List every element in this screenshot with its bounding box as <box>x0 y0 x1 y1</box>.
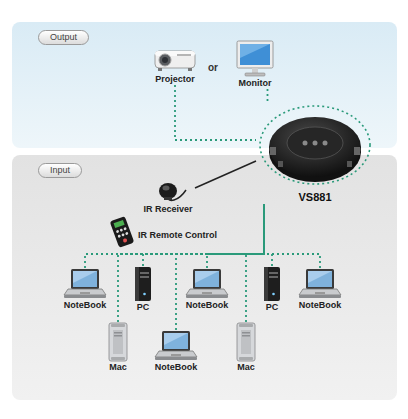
signal-connector <box>264 204 272 266</box>
device-node: NoteBook <box>61 268 109 311</box>
device-node: IR Receiver <box>141 178 195 215</box>
pc-tower-icon <box>260 266 284 302</box>
signal-connector <box>176 204 264 330</box>
device-label: Monitor <box>239 78 272 89</box>
vs881-switch-icon <box>258 103 372 191</box>
device-label: NoteBook <box>299 300 342 311</box>
device-label: Projector <box>155 74 195 85</box>
ir-remote-icon <box>108 216 136 248</box>
notebook-icon <box>298 268 342 300</box>
device-name: VS881 <box>298 191 331 204</box>
panel-title: Input <box>50 165 70 176</box>
device-label: NoteBook <box>64 300 107 311</box>
mac-tower-icon <box>106 322 130 362</box>
device-label: PC <box>137 302 150 313</box>
signal-connector <box>175 85 256 140</box>
device-node: NoteBook <box>296 268 344 311</box>
device-node: Mac <box>232 322 260 373</box>
monitor-icon <box>233 40 277 78</box>
signal-connector <box>267 89 269 103</box>
device-label: Mac <box>109 362 127 373</box>
pc-tower-icon <box>131 266 155 302</box>
projector-icon <box>153 44 197 74</box>
device-label: PC <box>266 302 279 313</box>
device-label: NoteBook <box>186 300 229 311</box>
panel-title: Output <box>50 32 77 43</box>
signal-connector <box>118 204 264 322</box>
signal-connector <box>264 204 320 268</box>
device-node: Mac <box>104 322 132 373</box>
input-panel-ground <box>12 155 397 400</box>
panel-tab: Output <box>38 30 89 45</box>
device-node: Monitor <box>231 40 279 89</box>
signal-connector <box>85 204 264 268</box>
device-node: NoteBook <box>183 268 231 311</box>
switch-device: VS881 <box>256 103 374 204</box>
notebook-icon <box>63 268 107 300</box>
ir-receiver-icon <box>148 178 188 204</box>
notebook-icon <box>185 268 229 300</box>
device-node: NoteBook <box>152 330 200 373</box>
notebook-icon <box>154 330 198 362</box>
device-node: Projector <box>151 44 199 85</box>
device-node: PC <box>258 266 286 313</box>
device-label: Mac <box>237 362 255 373</box>
device-label: NoteBook <box>155 362 198 373</box>
conjunction-label: or <box>208 62 218 73</box>
mac-tower-icon <box>234 322 258 362</box>
device-node: PC <box>129 266 157 313</box>
receiver-cable <box>195 161 256 188</box>
device-node: IR Remote Control <box>108 216 222 248</box>
panel-region: Input IR Receiver IR Remote Control Note… <box>12 155 397 400</box>
panel-tab: Input <box>38 163 82 178</box>
device-label: IR Receiver <box>143 204 192 215</box>
signal-connector <box>246 204 264 322</box>
device-label: IR Remote Control <box>138 230 217 241</box>
